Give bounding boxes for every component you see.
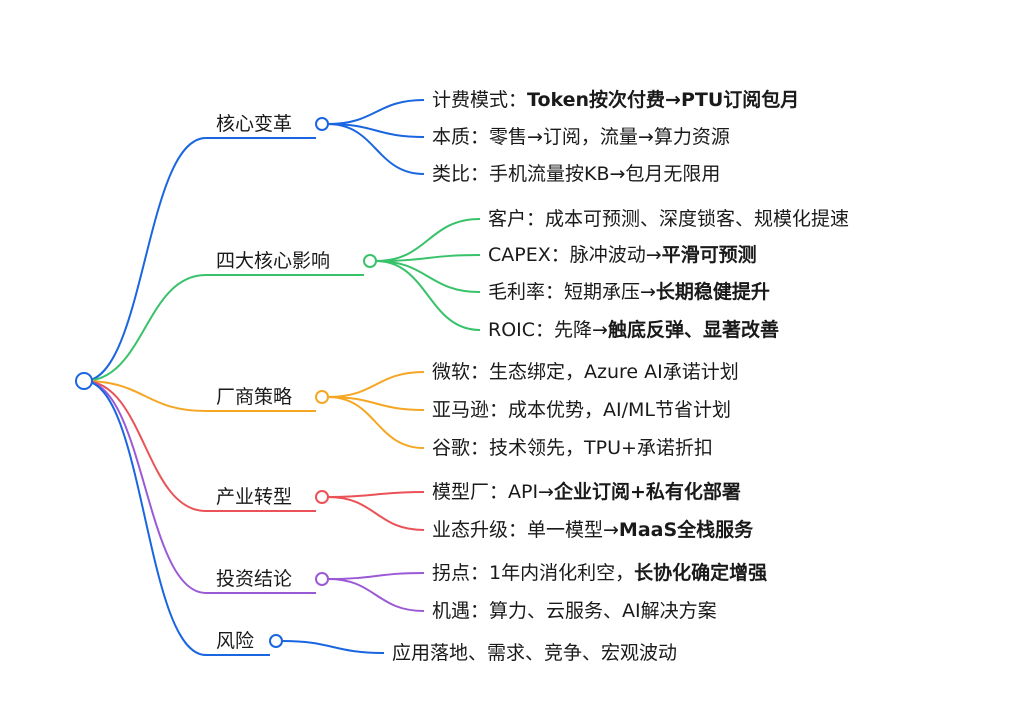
leaf-text-bold: Token按次付费→PTU订阅包月 — [527, 89, 800, 111]
leaf-label: 机遇：算力、云服务、AI解决方案 — [432, 599, 717, 623]
leaf-connector — [327, 123, 425, 175]
leaf-label: 业态升级：单一模型→MaaS全栈服务 — [432, 518, 753, 542]
leaf-connector — [375, 218, 481, 262]
leaf-connector — [327, 578, 425, 612]
leaf-label: 拐点：1年内消化利空，长协化确定增强 — [432, 561, 767, 585]
root-node-circle — [75, 372, 93, 390]
leaf-connector — [375, 260, 481, 293]
leaf-label: ROIC：先降→触底反弹、显著改善 — [488, 318, 779, 342]
leaf-text: 计费模式： — [432, 89, 528, 111]
leaf-text: 亚马逊：成本优势，AI/ML节省计划 — [432, 399, 731, 421]
leaf-connector — [327, 371, 425, 398]
leaf-text-bold: MaaS全栈服务 — [618, 519, 754, 541]
leaf-text: 模型厂：API→ — [432, 481, 554, 503]
category-label: 厂商策略 — [216, 386, 293, 408]
category-label: 风险 — [216, 630, 255, 652]
category-label: 核心变革 — [216, 113, 293, 135]
leaf-label: 亚马逊：成本优势，AI/ML节省计划 — [432, 398, 731, 422]
leaf-connector — [281, 640, 385, 654]
leaf-connector — [375, 254, 481, 262]
leaf-text-bold: 长期稳健提升 — [655, 281, 770, 303]
leaf-label: 微软：生态绑定，Azure AI承诺计划 — [432, 360, 739, 384]
leaf-text: CAPEX：脉冲波动→ — [488, 244, 662, 266]
leaf-text: 拐点：1年内消化利空， — [432, 562, 635, 584]
leaf-text-bold: 平滑可预测 — [661, 244, 757, 266]
leaf-text: 应用落地、需求、竞争、宏观波动 — [392, 642, 678, 664]
leaf-label: 客户：成本可预测、深度锁客、规模化提速 — [488, 207, 849, 231]
branch-connector — [83, 380, 207, 512]
branch-node-circle — [269, 634, 283, 648]
leaf-text: ROIC：先降→ — [488, 319, 608, 341]
branch-connector — [83, 380, 207, 656]
leaf-text: 毛利率：短期承压→ — [488, 281, 656, 303]
leaf-label: 类比：手机流量按KB→包月无限用 — [432, 162, 720, 186]
branch-connector — [83, 380, 207, 594]
leaf-label: 本质：零售→订阅，流量→算力资源 — [432, 125, 730, 149]
leaf-label: 计费模式：Token按次付费→PTU订阅包月 — [432, 88, 799, 112]
branch-node-circle — [315, 390, 329, 404]
leaf-label: CAPEX：脉冲波动→平滑可预测 — [488, 243, 757, 267]
leaf-text-bold: 长协化确定增强 — [634, 562, 768, 584]
branch-connector — [83, 274, 207, 382]
leaf-label: 毛利率：短期承压→长期稳健提升 — [488, 280, 770, 304]
leaf-text: 业态升级：单一模型→ — [432, 519, 619, 541]
leaf-connector — [327, 396, 425, 411]
branch-node-circle — [315, 117, 329, 131]
category-label: 产业转型 — [216, 486, 293, 508]
leaf-label: 应用落地、需求、竞争、宏观波动 — [392, 641, 677, 665]
branch-connector — [83, 380, 207, 412]
branch-connector — [83, 137, 207, 382]
leaf-connector — [327, 491, 425, 498]
category-label: 四大核心影响 — [216, 250, 331, 272]
branch-node-circle — [315, 572, 329, 586]
branch-node-circle — [363, 254, 377, 268]
leaf-text-bold: 企业订阅+私有化部署 — [553, 481, 741, 503]
leaf-text: 本质：零售→订阅，流量→算力资源 — [432, 126, 730, 148]
category-label: 投资结论 — [216, 568, 293, 590]
leaf-text: 微软：生态绑定，Azure AI承诺计划 — [432, 361, 739, 383]
branch-node-circle — [315, 490, 329, 504]
leaf-text: 类比：手机流量按KB→包月无限用 — [432, 163, 721, 185]
leaf-text: 客户：成本可预测、深度锁客、规模化提速 — [488, 208, 850, 230]
leaf-connector — [327, 572, 425, 580]
leaf-connector — [327, 123, 425, 138]
leaf-connector — [327, 396, 425, 449]
leaf-connector — [375, 260, 481, 331]
leaf-text-bold: 触底反弹、显著改善 — [607, 319, 779, 341]
leaf-text: 谷歌：技术领先，TPU+承诺折扣 — [432, 437, 713, 459]
leaf-text: 机遇：算力、云服务、AI解决方案 — [432, 600, 717, 622]
leaf-label: 谷歌：技术领先，TPU+承诺折扣 — [432, 436, 713, 460]
leaf-connector — [327, 99, 425, 125]
leaf-label: 模型厂：API→企业订阅+私有化部署 — [432, 480, 741, 504]
leaf-connector — [327, 496, 425, 531]
